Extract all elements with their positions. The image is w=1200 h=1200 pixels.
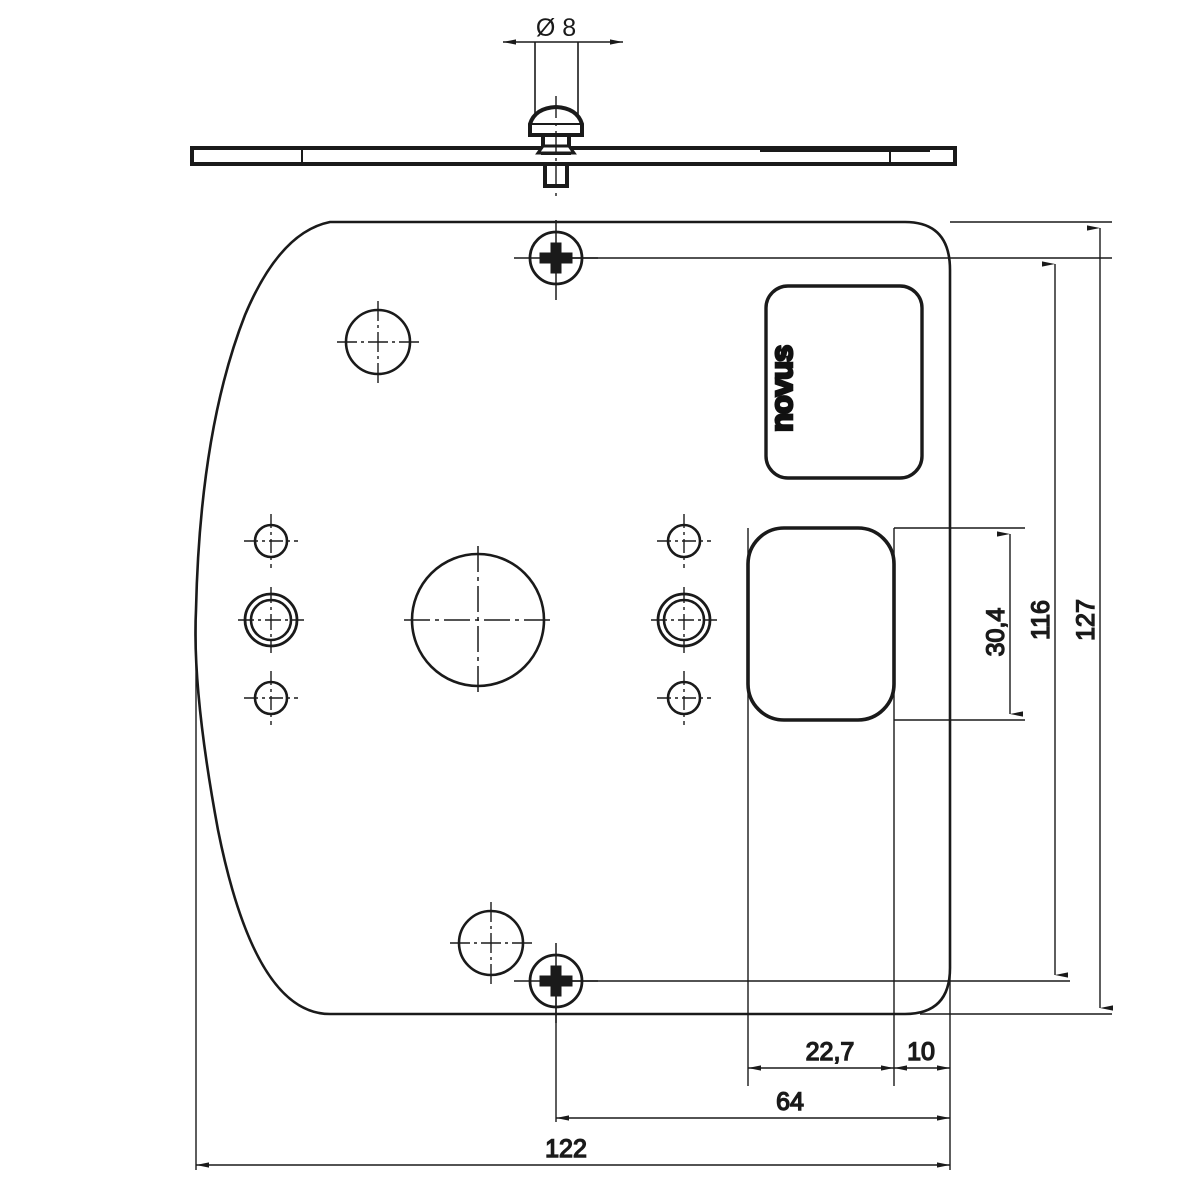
dim-label-30-4: 30,4: [982, 608, 1010, 657]
vesa-holes-left: [238, 514, 304, 725]
dim-label-64: 64: [776, 1088, 804, 1116]
dim-label-diameter: Ø 8: [536, 14, 576, 42]
plain-hole-lower: [450, 902, 532, 984]
side-view-group: [190, 39, 957, 196]
dim-label-22-7: 22,7: [806, 1038, 855, 1066]
dim-label-122: 122: [545, 1135, 587, 1163]
front-view-group: novus: [194, 220, 952, 1023]
label-plate: novus: [763, 284, 924, 480]
dim-label-10: 10: [907, 1038, 935, 1066]
side-plate-outline: [190, 146, 957, 166]
dim-label-127: 127: [1072, 599, 1100, 641]
center-hole: [404, 546, 552, 694]
novus-logo: novus: [764, 346, 799, 432]
label-plate-outline: [764, 284, 924, 480]
dimension-network: 30,4 116 127 22,7 10 64 122: [195, 221, 1113, 1170]
side-screw: [528, 96, 584, 196]
vesa-holes-right: [651, 514, 717, 725]
diameter-dimension: [503, 39, 623, 118]
side-plate-body: [190, 146, 957, 166]
plain-hole-upper: [337, 301, 419, 383]
cable-slot: [746, 526, 896, 722]
dim-label-116: 116: [1027, 600, 1055, 640]
